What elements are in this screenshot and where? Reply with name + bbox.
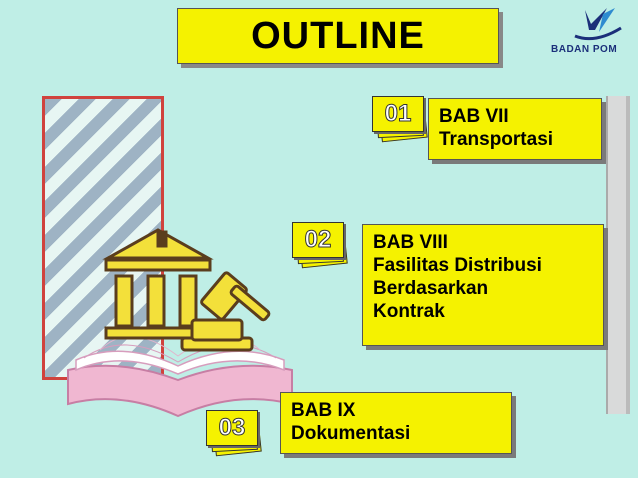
- item-2-line-2: Fasilitas Distribusi: [373, 255, 542, 276]
- badan-pom-logo: BADAN POM: [545, 6, 635, 64]
- item-3-line-2: Dokumentasi: [291, 423, 411, 444]
- item-1-number: 01: [372, 96, 424, 132]
- item-1-line-2: Transportasi: [439, 129, 554, 150]
- right-side-bar: [606, 96, 630, 414]
- item-3-number: 03: [206, 410, 258, 446]
- item-1-box: BAB VII Transportasi: [428, 98, 602, 160]
- page-title: OUTLINE: [251, 14, 425, 57]
- title-box: OUTLINE: [177, 8, 499, 64]
- gavel-icon: [180, 271, 271, 352]
- item-2-badge: 02: [292, 222, 348, 269]
- item-2-line-1: BAB VIII: [373, 232, 448, 253]
- courthouse-gavel-book-icon: [67, 228, 293, 418]
- logo-swoosh-icon: [574, 8, 622, 41]
- book-icon: [67, 336, 293, 418]
- item-2-box: BAB VIII Fasilitas Distribusi Berdasarka…: [362, 224, 604, 346]
- item-1-badge: 01: [372, 96, 428, 143]
- item-2-number: 02: [292, 222, 344, 258]
- item-2-line-4: Kontrak: [373, 301, 445, 322]
- item-3-line-1: BAB IX: [291, 400, 356, 421]
- logo-text: BADAN POM: [551, 44, 618, 55]
- courthouse-icon: [102, 228, 214, 340]
- item-3-box: BAB IX Dokumentasi: [280, 392, 512, 454]
- item-3-badge: 03: [206, 410, 262, 457]
- item-1-line-1: BAB VII: [439, 106, 509, 127]
- item-2-line-3: Berdasarkan: [373, 278, 489, 299]
